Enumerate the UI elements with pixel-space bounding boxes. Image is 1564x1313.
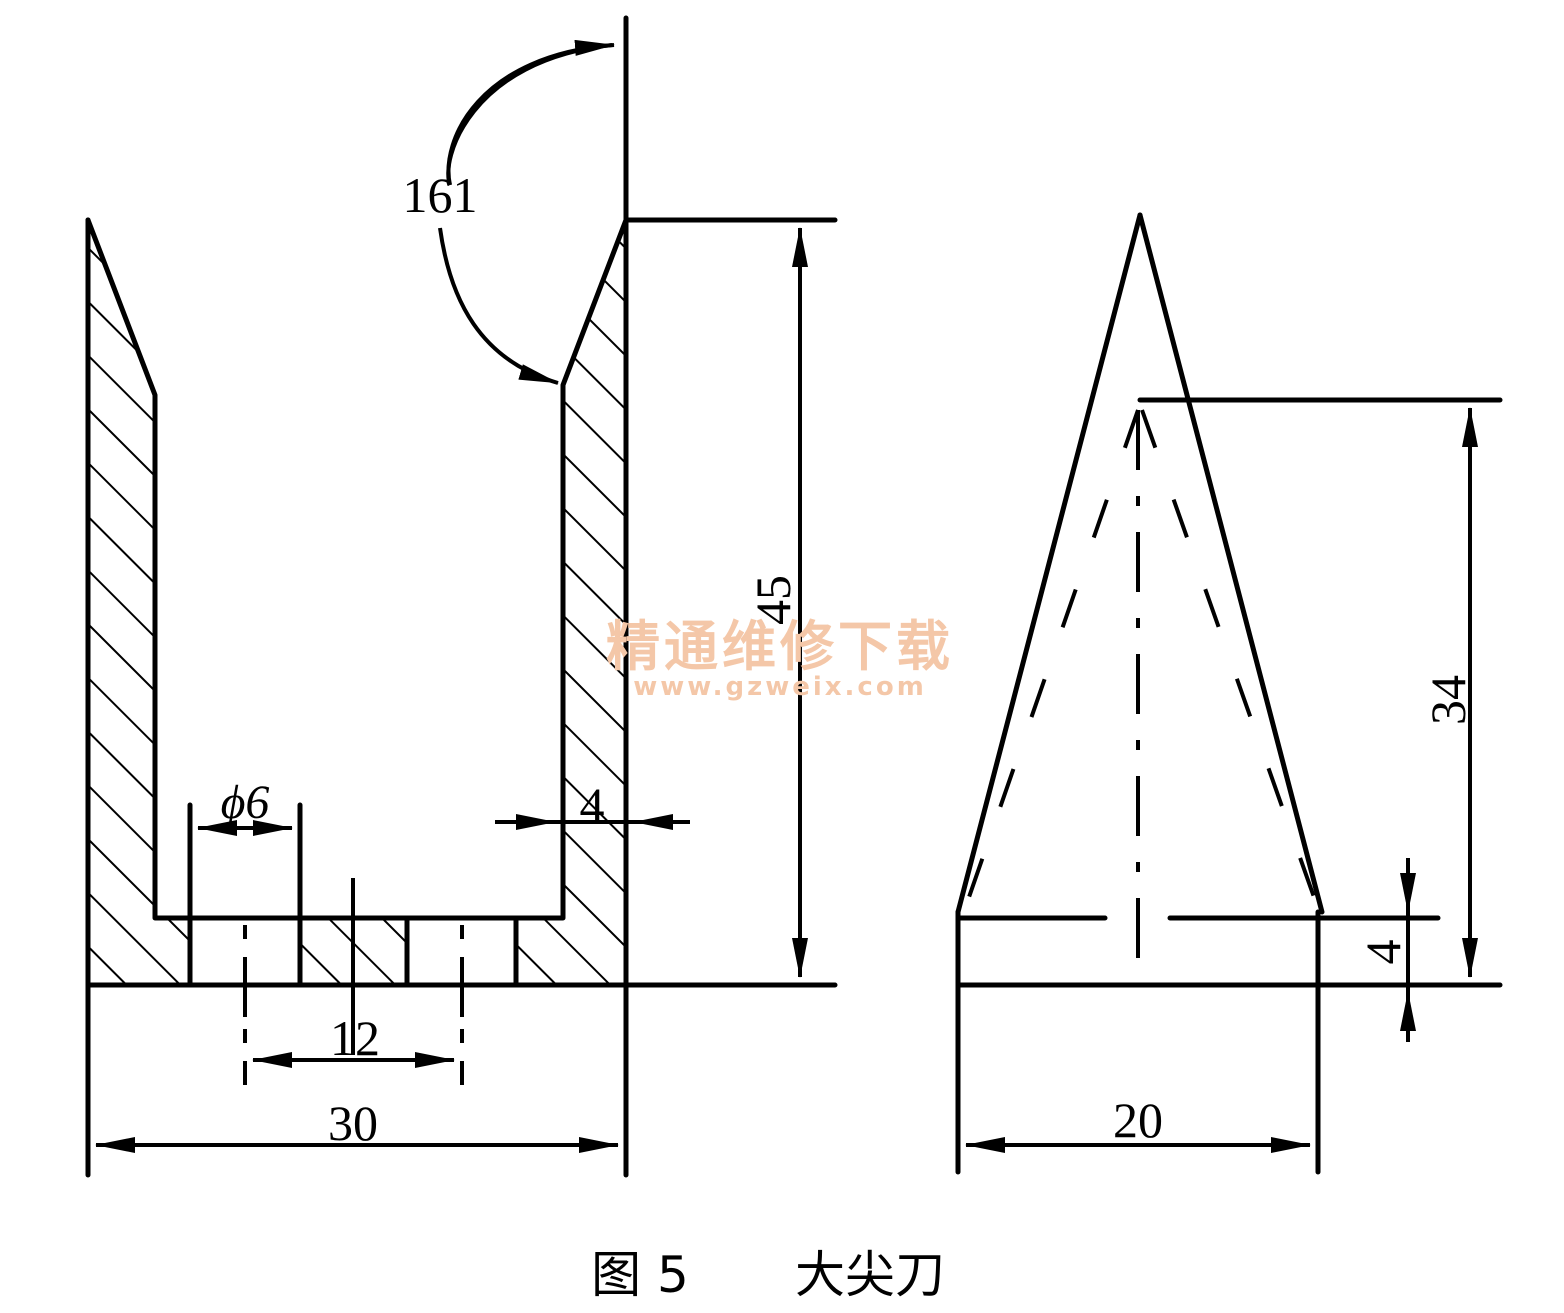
- outer-right-edge: [1137, 212, 1325, 915]
- angle-arc-bottom: [438, 227, 559, 385]
- dim-4-wall-label: 4: [580, 777, 605, 833]
- dim-12-label: 12: [330, 1010, 380, 1066]
- angle-arc-top: [446, 39, 615, 186]
- dim-30-label: 30: [328, 1095, 378, 1151]
- watermark-url: www.gzweix.com: [633, 672, 927, 702]
- front-view: 34 4 20: [955, 212, 1503, 1175]
- dim-34-label: 34: [1420, 675, 1476, 725]
- figure-caption-title: 大尖刀: [795, 1246, 945, 1304]
- dim-20-label: 20: [1113, 1092, 1163, 1148]
- angle-label: 161: [403, 167, 478, 223]
- left-wall-hatch: [88, 220, 190, 985]
- hidden-inner-left: [966, 409, 1140, 901]
- dim-4-base-label: 4: [1355, 940, 1411, 965]
- hidden-inner-right: [1140, 409, 1317, 901]
- figure-caption-label: 图 5: [591, 1246, 689, 1304]
- outer-left-edge: [955, 212, 1143, 915]
- watermark-title: 精通维修下载: [606, 615, 954, 678]
- left-wall-outline: [85, 217, 629, 921]
- dim-45-label: 45: [745, 575, 801, 625]
- dim-phi6-label: ϕ6: [221, 776, 270, 829]
- section-view: 45 161 ϕ6 4 12 30: [85, 15, 838, 1178]
- right-wall-hatch: [516, 220, 626, 985]
